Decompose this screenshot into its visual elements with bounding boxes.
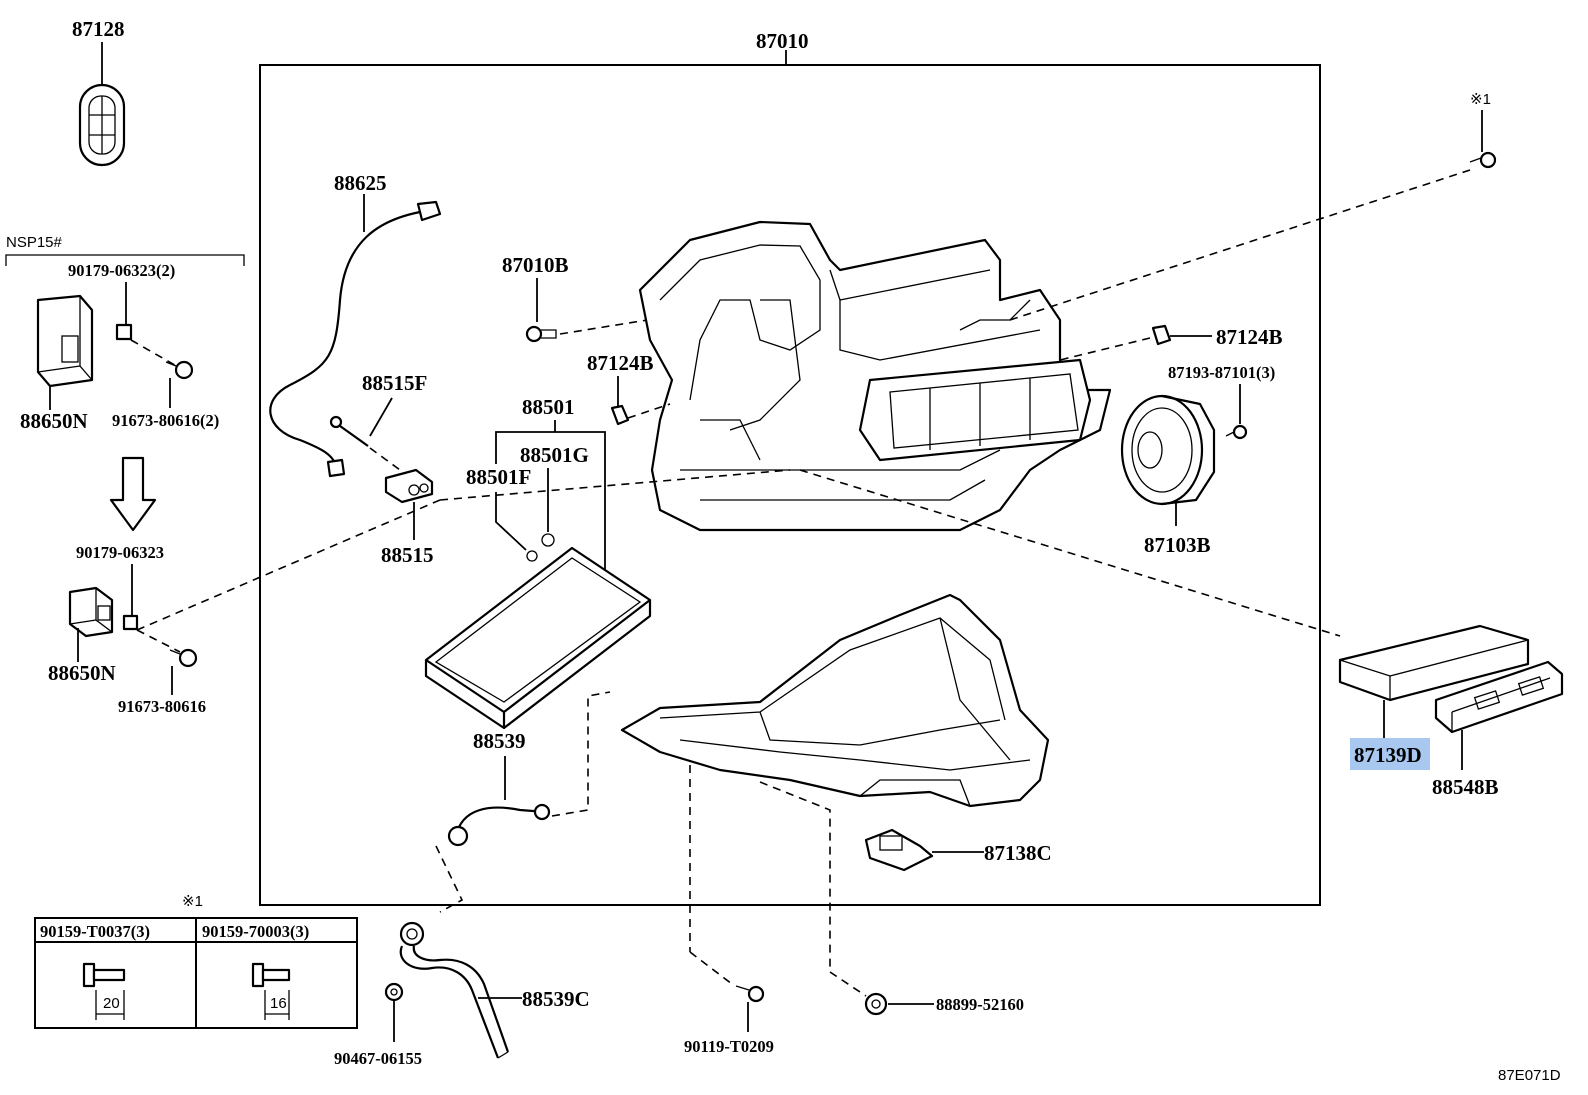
ecu-88650N-a[interactable] bbox=[36, 294, 94, 388]
label-90179-06323-2[interactable]: 90179-06323(2) bbox=[68, 261, 175, 280]
label-90179-06323[interactable]: 90179-06323 bbox=[76, 543, 164, 562]
bolt-icon-a bbox=[82, 962, 126, 1020]
clip-87124B-right[interactable] bbox=[1151, 324, 1172, 346]
label-88899-52160[interactable]: 88899-52160 bbox=[936, 995, 1024, 1014]
label-91673-80616-2[interactable]: 91673-80616(2) bbox=[112, 411, 219, 430]
o-ring-88501G[interactable] bbox=[541, 533, 555, 547]
label-87124B-right[interactable]: 87124B bbox=[1216, 325, 1283, 349]
note-nsp15: NSP15# bbox=[6, 234, 63, 251]
label-88515F[interactable]: 88515F bbox=[362, 371, 427, 395]
blower-resistor-87138C[interactable] bbox=[864, 828, 934, 872]
bolt-icon-b bbox=[251, 962, 291, 1020]
arrow-down-icon bbox=[109, 456, 157, 532]
label-88650N-a[interactable]: 88650N bbox=[20, 409, 88, 433]
bolt-table-col1-header: 90159-T0037(3) bbox=[40, 922, 150, 941]
label-88539C[interactable]: 88539C bbox=[522, 987, 590, 1011]
label-88539[interactable]: 88539 bbox=[473, 729, 526, 753]
label-88501G[interactable]: 88501G bbox=[520, 443, 589, 467]
bolt-top-right[interactable] bbox=[1469, 151, 1497, 169]
label-87128[interactable]: 87128 bbox=[72, 17, 125, 41]
screw-90119[interactable] bbox=[735, 985, 765, 1003]
heater-unit-housing-87010[interactable] bbox=[638, 220, 1112, 532]
label-87010[interactable]: 87010 bbox=[756, 29, 809, 53]
note-mark-top: ※1 bbox=[1470, 91, 1491, 108]
label-88501F[interactable]: 88501F bbox=[466, 465, 531, 489]
sensor-wire-88625[interactable] bbox=[269, 210, 421, 469]
label-90119-T0209[interactable]: 90119-T0209 bbox=[684, 1037, 774, 1056]
label-87010B[interactable]: 87010B bbox=[502, 253, 569, 277]
tube-88539C[interactable] bbox=[399, 921, 510, 1059]
screw-87010B[interactable] bbox=[525, 325, 557, 343]
highlight-87139D bbox=[1350, 738, 1430, 770]
label-88501[interactable]: 88501 bbox=[522, 395, 575, 419]
clip-87124B-left[interactable] bbox=[610, 404, 630, 426]
label-90467-06155[interactable]: 90467-06155 bbox=[334, 1049, 422, 1068]
o-ring-88501F[interactable] bbox=[526, 550, 538, 562]
label-88625[interactable]: 88625 bbox=[334, 171, 387, 195]
lower-duct-case[interactable] bbox=[620, 593, 1050, 808]
cabin-filter-87139D[interactable] bbox=[1338, 624, 1530, 702]
clip-90179[interactable] bbox=[122, 614, 139, 631]
nut-88899[interactable] bbox=[864, 992, 888, 1016]
tube-88539[interactable] bbox=[454, 806, 547, 837]
label-87139D[interactable]: 87139D bbox=[1354, 743, 1422, 767]
expansion-valve-88515[interactable] bbox=[384, 468, 434, 504]
label-87103B[interactable]: 87103B bbox=[1144, 533, 1211, 557]
label-88650N-b[interactable]: 88650N bbox=[48, 661, 116, 685]
clip-90179-2[interactable] bbox=[115, 323, 133, 341]
ecu-88650N-b[interactable] bbox=[68, 586, 114, 638]
label-87124B-left[interactable]: 87124B bbox=[587, 351, 654, 375]
nut-90467[interactable] bbox=[384, 982, 404, 1002]
screw-91673-2[interactable] bbox=[165, 360, 194, 380]
bolt-table-col2-dim: 16 bbox=[270, 995, 287, 1012]
note-mark-table: ※1 bbox=[182, 893, 203, 910]
screw-88515F[interactable] bbox=[329, 415, 369, 447]
label-91673-80616[interactable]: 91673-80616 bbox=[118, 697, 206, 716]
screw-91673[interactable] bbox=[169, 648, 198, 668]
label-88548B[interactable]: 88548B bbox=[1432, 775, 1499, 799]
assembly-frame bbox=[259, 64, 1321, 906]
grommet-87128[interactable] bbox=[78, 83, 126, 167]
filter-cover-88548B[interactable] bbox=[1434, 660, 1564, 734]
illustration-code: 87E071D bbox=[1498, 1067, 1561, 1084]
screw-87193[interactable] bbox=[1225, 424, 1248, 440]
heater-core-88501[interactable] bbox=[424, 546, 652, 730]
bolt-table-col1-dim: 20 bbox=[103, 995, 120, 1012]
blower-motor-87103B[interactable] bbox=[1120, 394, 1216, 506]
label-87138C[interactable]: 87138C bbox=[984, 841, 1052, 865]
bolt-table-col2-header: 90159-70003(3) bbox=[202, 922, 309, 941]
label-88515[interactable]: 88515 bbox=[381, 543, 434, 567]
label-87193-87101-3[interactable]: 87193-87101(3) bbox=[1168, 363, 1275, 382]
